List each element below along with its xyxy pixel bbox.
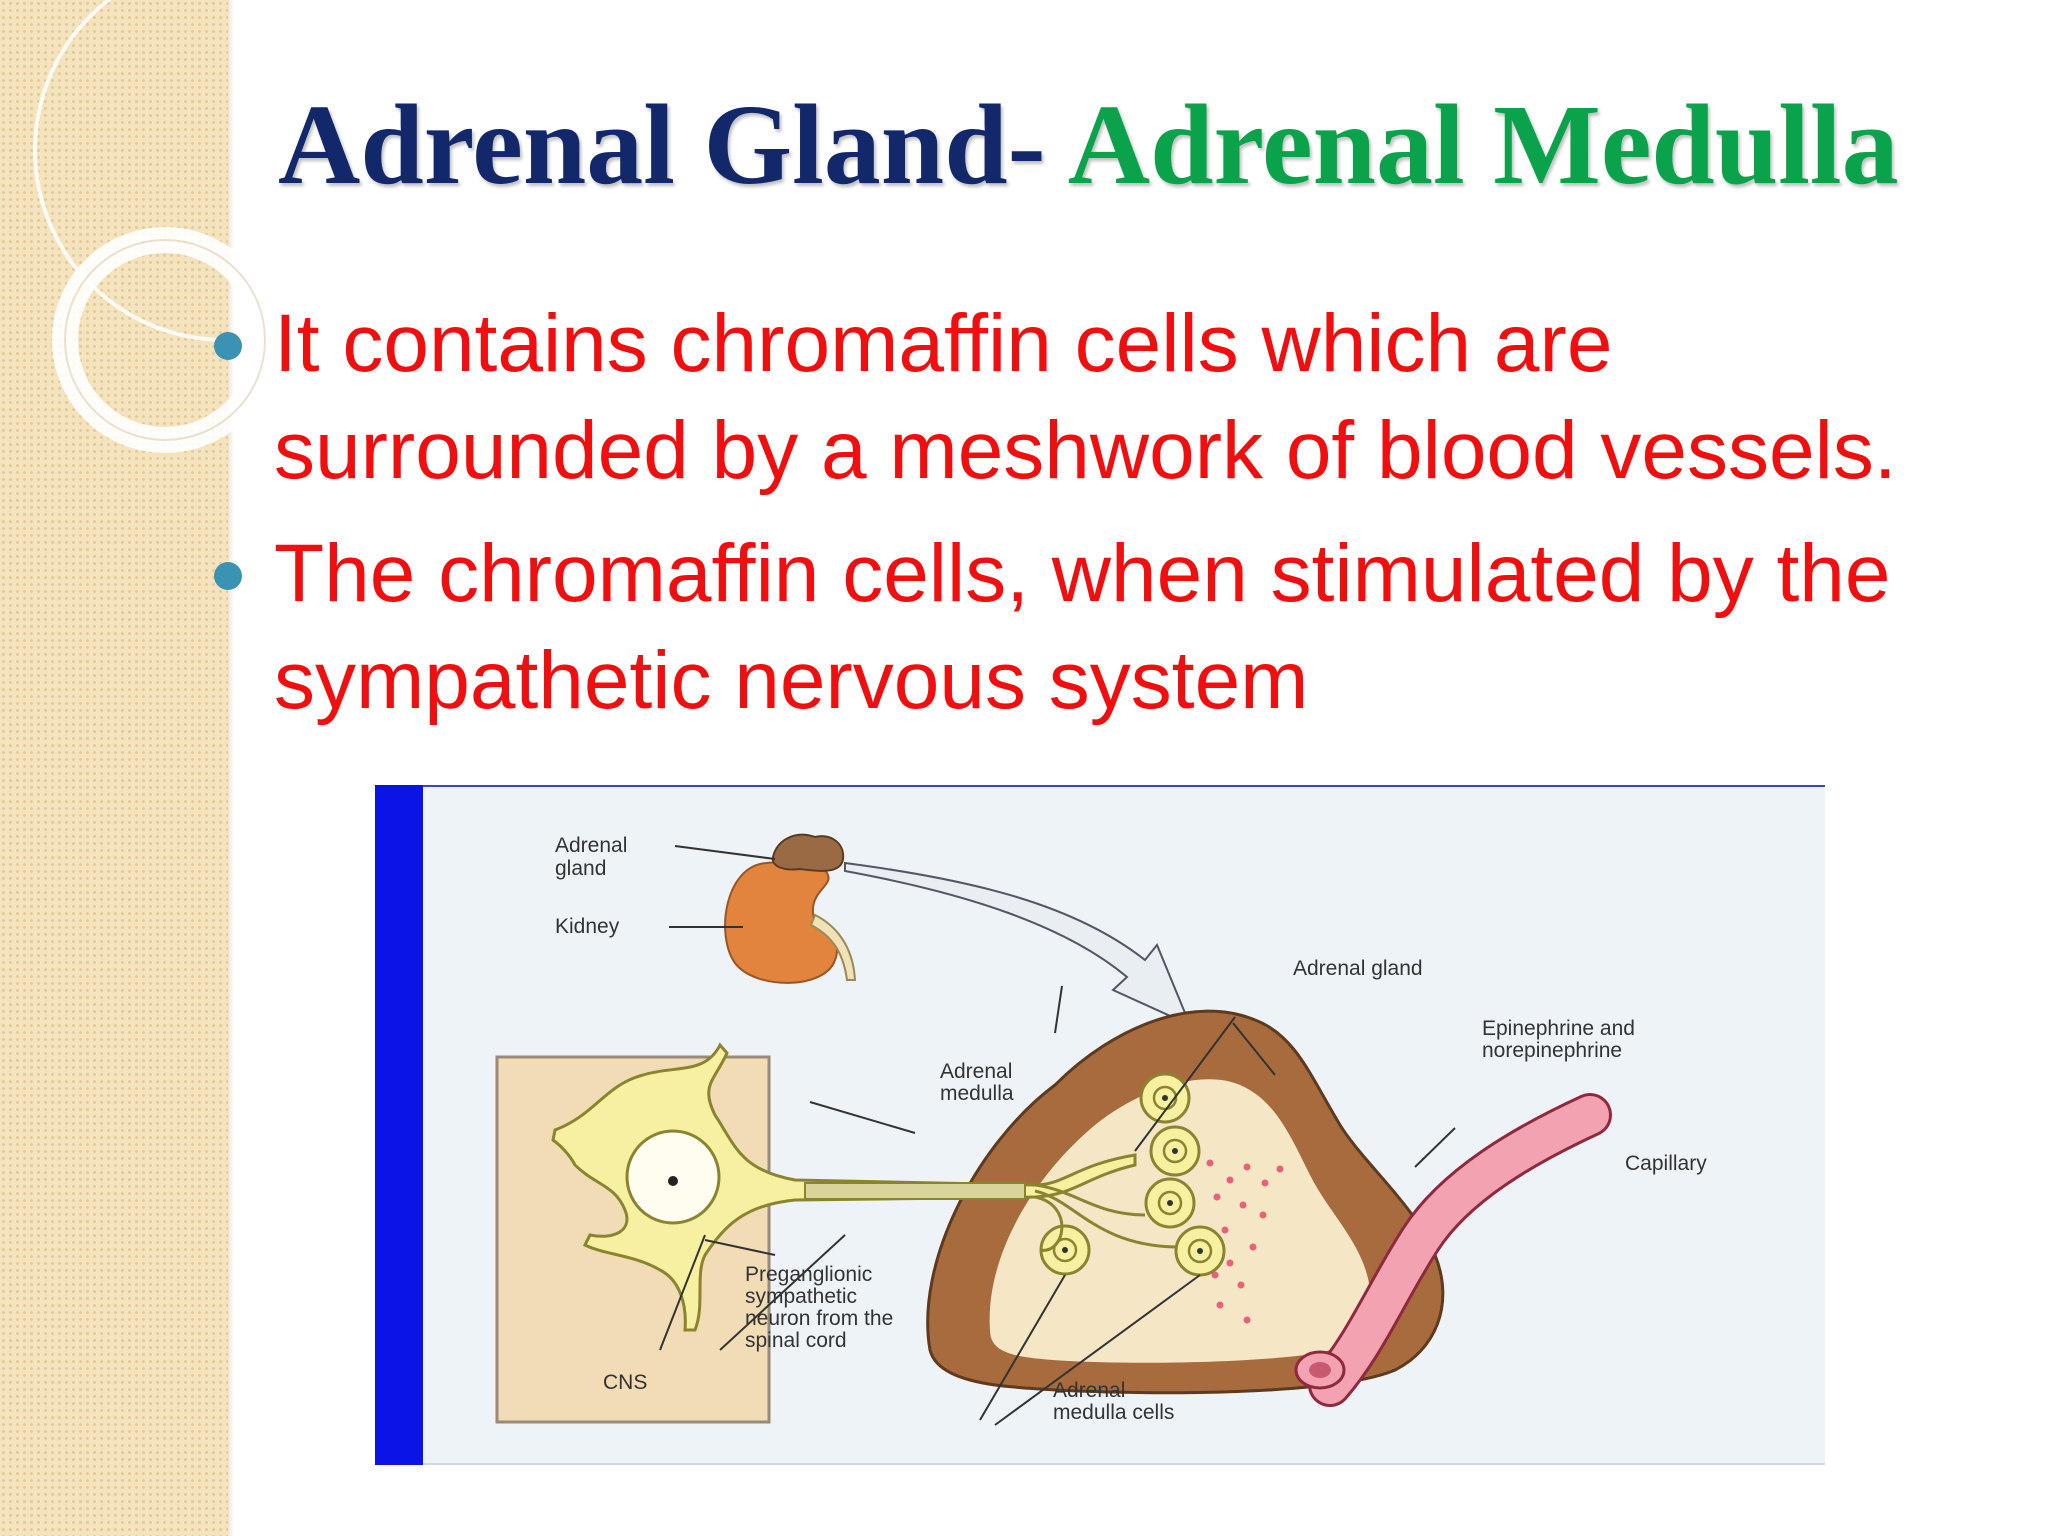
bullet-item: The chromaffin cells, when stimulated by… [214, 520, 1994, 734]
bullet-text: The chromaffin cells, when stimulated by… [274, 528, 1891, 726]
preganglionic-neuron [551, 1042, 1176, 1332]
label-cns: CNS [603, 1371, 647, 1394]
bullet-dot-icon [214, 562, 242, 590]
label-capillary: Capillary [1625, 1152, 1707, 1175]
bullet-item: It contains chromaffin cells which are s… [214, 290, 1994, 504]
bullet-dot-icon [214, 332, 242, 360]
hormone-droplets [1206, 1159, 1284, 1324]
title-part-gland: Adrenal Gland- [278, 81, 1046, 208]
small-adrenal-gland [771, 833, 845, 872]
bullet-text: It contains chromaffin cells which are s… [274, 298, 1897, 496]
bullet-list: It contains chromaffin cells which are s… [214, 290, 1994, 750]
frame-accent-bar [375, 785, 423, 1465]
capillary-vessel [1311, 1096, 1609, 1404]
label-adrenal-gland: Adrenal gland [1293, 957, 1423, 980]
label-kidney: Kidney [555, 915, 620, 938]
slide-title: Adrenal Gland- Adrenal Medulla [278, 80, 1899, 210]
curved-arrow [844, 861, 1192, 1027]
kidney-shape [724, 860, 838, 984]
title-part-medulla: Adrenal Medulla [1067, 81, 1899, 208]
sidebar-edge [228, 0, 234, 1536]
